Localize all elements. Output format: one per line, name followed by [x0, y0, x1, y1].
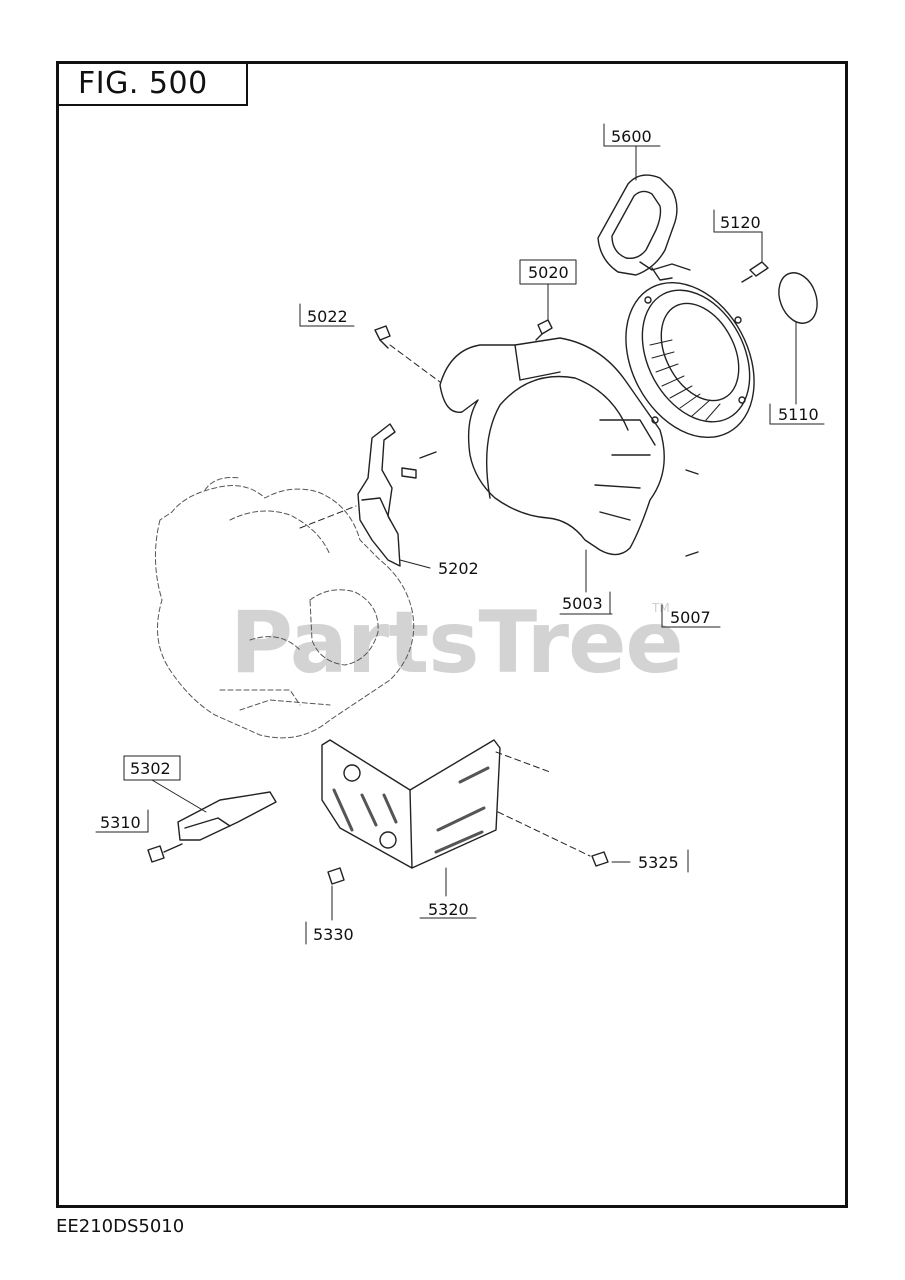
- callout-5020: 5020: [528, 263, 569, 282]
- part-5320-base-plate: [321, 739, 501, 869]
- callout-5310: 5310: [100, 813, 141, 832]
- callout-5325: 5325: [638, 853, 679, 872]
- callout-5302: 5302: [130, 759, 171, 778]
- engine-outline: [155, 477, 415, 739]
- callout-5120: 5120: [720, 213, 761, 232]
- part-5330-bolt: [327, 867, 345, 885]
- watermark-trademark: TM: [651, 601, 670, 615]
- part-5202-baffle: [357, 423, 437, 567]
- callout-5003: 5003: [562, 594, 603, 613]
- leader-5022-dashed: [389, 344, 441, 383]
- callout-5202: 5202: [438, 559, 479, 578]
- part-5310-bolt: [147, 843, 183, 863]
- part-5302-bracket: [177, 791, 277, 841]
- callout-5007: 5007: [670, 608, 711, 627]
- leader-5320-upper-dashed: [495, 751, 551, 773]
- callout-5022: 5022: [307, 307, 348, 326]
- part-5020-bolt: [535, 319, 553, 341]
- part-5022-bolt: [374, 325, 391, 349]
- part-5120-bolt: [741, 261, 769, 283]
- watermark-text: PartsTree: [230, 593, 683, 693]
- diagram-frame: [56, 61, 848, 1208]
- part-recoil-starter-housing: [625, 281, 755, 439]
- part-5003-fan-cover: [439, 337, 699, 557]
- document-code: EE210DS5010: [56, 1216, 185, 1237]
- callout-leaders: [95, 123, 825, 945]
- callout-5330: 5330: [313, 925, 354, 944]
- part-5600-starter-handle: [597, 174, 691, 281]
- callout-5110: 5110: [778, 405, 819, 424]
- callout-5600: 5600: [611, 127, 652, 146]
- leader-5325-dashed: [497, 811, 591, 857]
- part-5110-label-plate: [778, 272, 818, 324]
- part-5325-bolt: [591, 851, 609, 867]
- leader-5202-dashed: [299, 505, 357, 529]
- figure-title: FIG. 500: [56, 61, 248, 106]
- callout-5320: 5320: [428, 900, 469, 919]
